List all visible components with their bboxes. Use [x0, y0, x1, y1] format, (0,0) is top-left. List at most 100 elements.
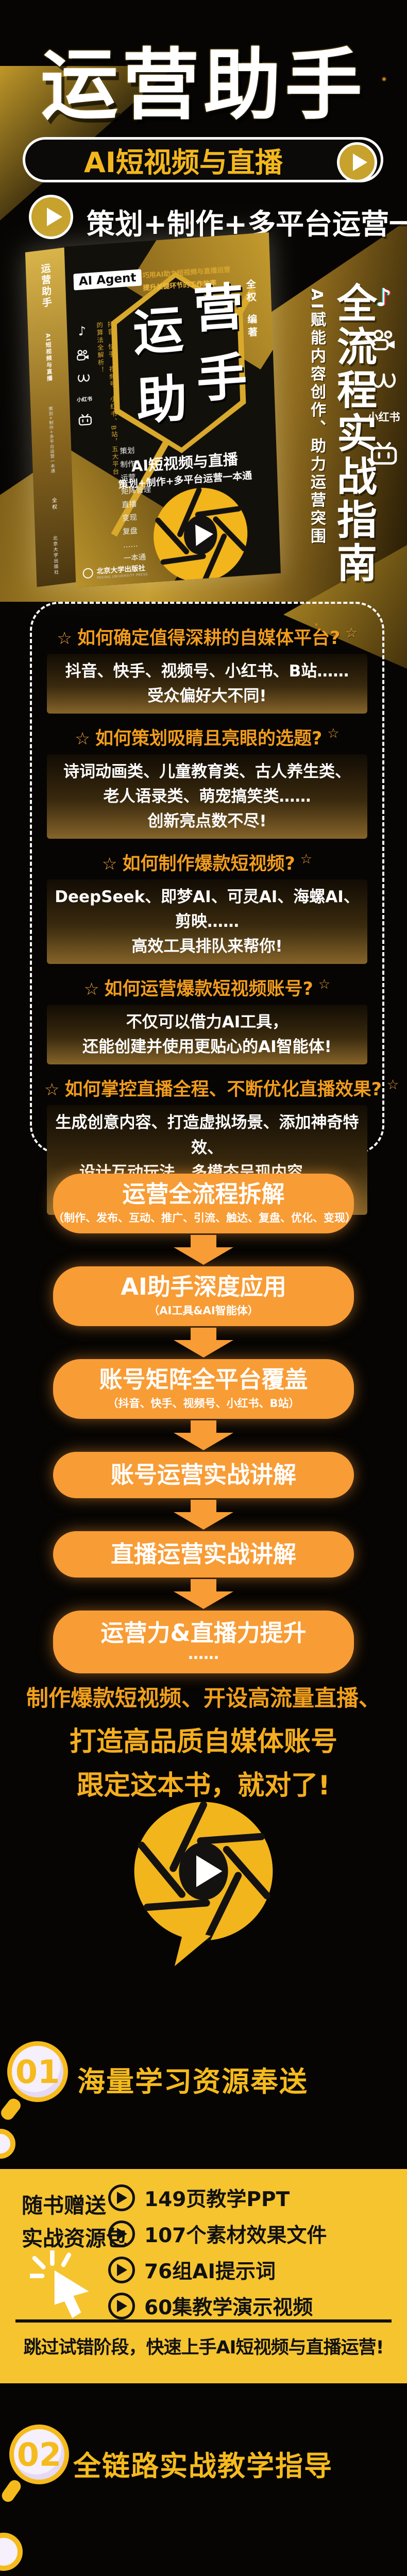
cover-title-char: 运: [132, 300, 185, 363]
answer-line: DeepSeek、即梦AI、可灵AI、海螺AI、剪映……: [55, 888, 360, 931]
subtitle-pill: AI短视频与直播: [23, 137, 383, 182]
bilibili-icon: [370, 442, 397, 465]
book-front-cover: AI Agent 巧用AI助力短视频与直播运营 提升关键环节的工作效率 全权 编…: [64, 232, 281, 588]
bonus-list: 149页教学PPT 107个素材效果文件 76组AI提示词 60集教学演示视频: [108, 2183, 327, 2328]
aperture-play-logo: [154, 487, 248, 583]
star-icon: ☆: [345, 625, 358, 641]
qa-panel: ☆如何确定值得深耕的自媒体平台?☆ 抖音、快手、视频号、小红书、B站…… 受众偏…: [30, 602, 399, 1215]
play-circle-icon: [108, 2257, 135, 2283]
answer-line: 不仅可以借力AI工具，: [126, 1013, 289, 1032]
cover-title-char: 营: [192, 277, 245, 340]
flow-step-5: 直播运营实战讲解: [53, 1531, 354, 1578]
bonus-panel: 随书赠送 实战资源包 149页教学PPT 107个素材效果文件: [0, 2169, 407, 2383]
down-arrow-icon: [174, 1500, 233, 1530]
play-icon: [29, 195, 73, 239]
cover-title-char: 手: [195, 347, 248, 410]
cta-block: 制作爆款短视频、开设高流量直播、 打造高品质自媒体账号 跟定这本书，就对了!: [0, 1681, 407, 1802]
star-icon: ☆: [386, 1077, 399, 1093]
right-banner-sub: AI赋能内容创作、助力运营突围: [308, 289, 326, 546]
section-number-badge: 02: [9, 2425, 69, 2484]
star-icon: ☆: [327, 726, 340, 742]
star-icon: ☆: [75, 728, 90, 749]
flow-step-2: AI助手深度应用 （AI工具&AI智能体）: [53, 1266, 354, 1326]
douyin-icon: ♪: [78, 324, 87, 339]
down-arrow-icon: [174, 1235, 233, 1265]
subtitle-pill-label: AI短视频与直播: [84, 146, 283, 179]
bonus-item: 60集教学演示视频: [108, 2292, 327, 2320]
bilibili-icon: [78, 414, 92, 426]
play-circle-icon: [108, 2221, 135, 2247]
flow-step-1: 运营全流程拆解 （制作、发布、互动、推广、引流、触达、复盘、优化、变现）: [53, 1174, 356, 1233]
flow-step-subtitle: （抖音、快手、视频号、小红书、B站）: [107, 1397, 300, 1410]
page-title: 运营助手: [40, 41, 366, 130]
kuaishou-icon: [77, 350, 89, 361]
flow-step-title: 直播运营实战讲解: [110, 1540, 296, 1568]
topic: 变现: [122, 513, 138, 523]
section-heading: 海量学习资源奉送: [77, 2065, 308, 2098]
flow-step-title: AI助手深度应用: [121, 1273, 286, 1301]
topic: 复盘: [122, 527, 138, 536]
badge-fragment-decoration: [0, 2129, 15, 2159]
question-text: 如何运营爆款短视频账号?: [104, 979, 313, 1000]
flow-step-subtitle: （制作、发布、互动、推广、引流、触达、复盘、优化、变现）: [53, 1211, 356, 1224]
sparkle-decoration: [315, 623, 317, 625]
spine-author: 全权: [50, 497, 57, 512]
star-icon: ☆: [318, 976, 331, 992]
question-text: 如何策划吸睛且亮眼的选题?: [95, 728, 323, 750]
spine-publisher: 北京大学出版社: [52, 535, 59, 576]
answer: 不仅可以借力AI工具， 还能创建并使用更贴心的AI智能体!: [47, 1005, 367, 1065]
section-heading: 全链路实战教学指导: [73, 2450, 333, 2482]
bonus-item: 149页教学PPT: [108, 2183, 327, 2212]
aperture-play-bubble: [131, 1799, 276, 1973]
cta-line: 打造高品质自媒体账号: [69, 1726, 337, 1757]
kuaishou-icon: [371, 330, 395, 350]
answer-line: 抖音、快手、视频号、小红书、B站……: [65, 662, 349, 681]
book-cover-mockup: 运营助手 AI短视频与直播 策划+制作+多平台运营一本通 全权 北京大学出版社 …: [25, 232, 281, 592]
sparkle-decoration: [190, 222, 192, 224]
play-circle-icon: [108, 2293, 135, 2319]
bonus-item-text: 107个素材效果文件: [144, 2224, 327, 2247]
bonus-item-text: 149页教学PPT: [144, 2188, 290, 2211]
cover-platform-icons: ♪ 小红书: [73, 323, 94, 426]
topic: ……: [123, 540, 139, 550]
star-icon: ☆: [101, 854, 117, 874]
flow-step-6: 运营力&直播力提升 ……: [53, 1611, 354, 1673]
spine-tagline: 策划+制作+多平台运营一本通: [47, 406, 55, 474]
cta-line: 跟定这本书，就对了!: [77, 1770, 330, 1801]
question-text: 如何掌控直播全程、不断优化直播效果?: [64, 1079, 382, 1100]
bonus-item: 76组AI提示词: [108, 2256, 327, 2284]
flow-step-title: 账号矩阵全平台覆盖: [99, 1366, 308, 1394]
flow-step-title: 运营力&直播力提升: [100, 1619, 307, 1647]
author-name: 全权: [244, 278, 257, 306]
bonus-item-text: 76组AI提示词: [144, 2260, 276, 2283]
down-arrow-icon: [174, 1328, 233, 1358]
answer-line: 还能创建并使用更贴心的AI智能体!: [82, 1038, 332, 1057]
cta-line: 制作爆款短视频、开设高流量直播、: [26, 1686, 381, 1711]
flow-step-subtitle: （AI工具&AI智能体）: [148, 1304, 259, 1317]
star-icon: ☆: [44, 1079, 60, 1100]
star-icon: ☆: [300, 851, 313, 867]
question: ☆如何策划吸睛且亮眼的选题?☆: [44, 724, 370, 750]
publisher-seal-icon: [82, 568, 94, 579]
question: ☆如何运营爆款短视频账号?☆: [44, 974, 370, 1001]
question: ☆如何确定值得深耕的自媒体平台?☆: [44, 623, 370, 650]
play-circle-icon: [108, 2184, 135, 2211]
question-text: 如何制作爆款短视频?: [122, 854, 295, 875]
douyin-icon: ♪: [376, 283, 392, 312]
star-icon: ☆: [83, 979, 99, 999]
answer: DeepSeek、即梦AI、可灵AI、海螺AI、剪映…… 高效工具排队来帮你!: [47, 879, 367, 964]
answer-line: 老人语录类、萌宠搞笑类……: [103, 787, 311, 806]
answer-line: 诗词动画类、儿童教育类、古人养生类、: [63, 762, 351, 782]
flow-step-subtitle: ……: [188, 1645, 219, 1664]
xiaohongshu-label: 小红书: [76, 396, 93, 403]
answer: 抖音、快手、视频号、小红书、B站…… 受众偏好大不同!: [47, 654, 367, 714]
bonus-item-text: 60集教学演示视频: [144, 2296, 313, 2319]
right-banner-main: 全流程实战指南: [330, 282, 377, 585]
author-role: 编著: [245, 313, 258, 341]
shipinhao-icon: [371, 373, 396, 388]
play-icon: [337, 142, 377, 182]
spine-subtitle: AI短视频与直播: [44, 332, 53, 382]
badge-tail-decoration: [0, 2096, 23, 2123]
question: ☆如何制作爆款短视频?☆: [44, 849, 370, 875]
